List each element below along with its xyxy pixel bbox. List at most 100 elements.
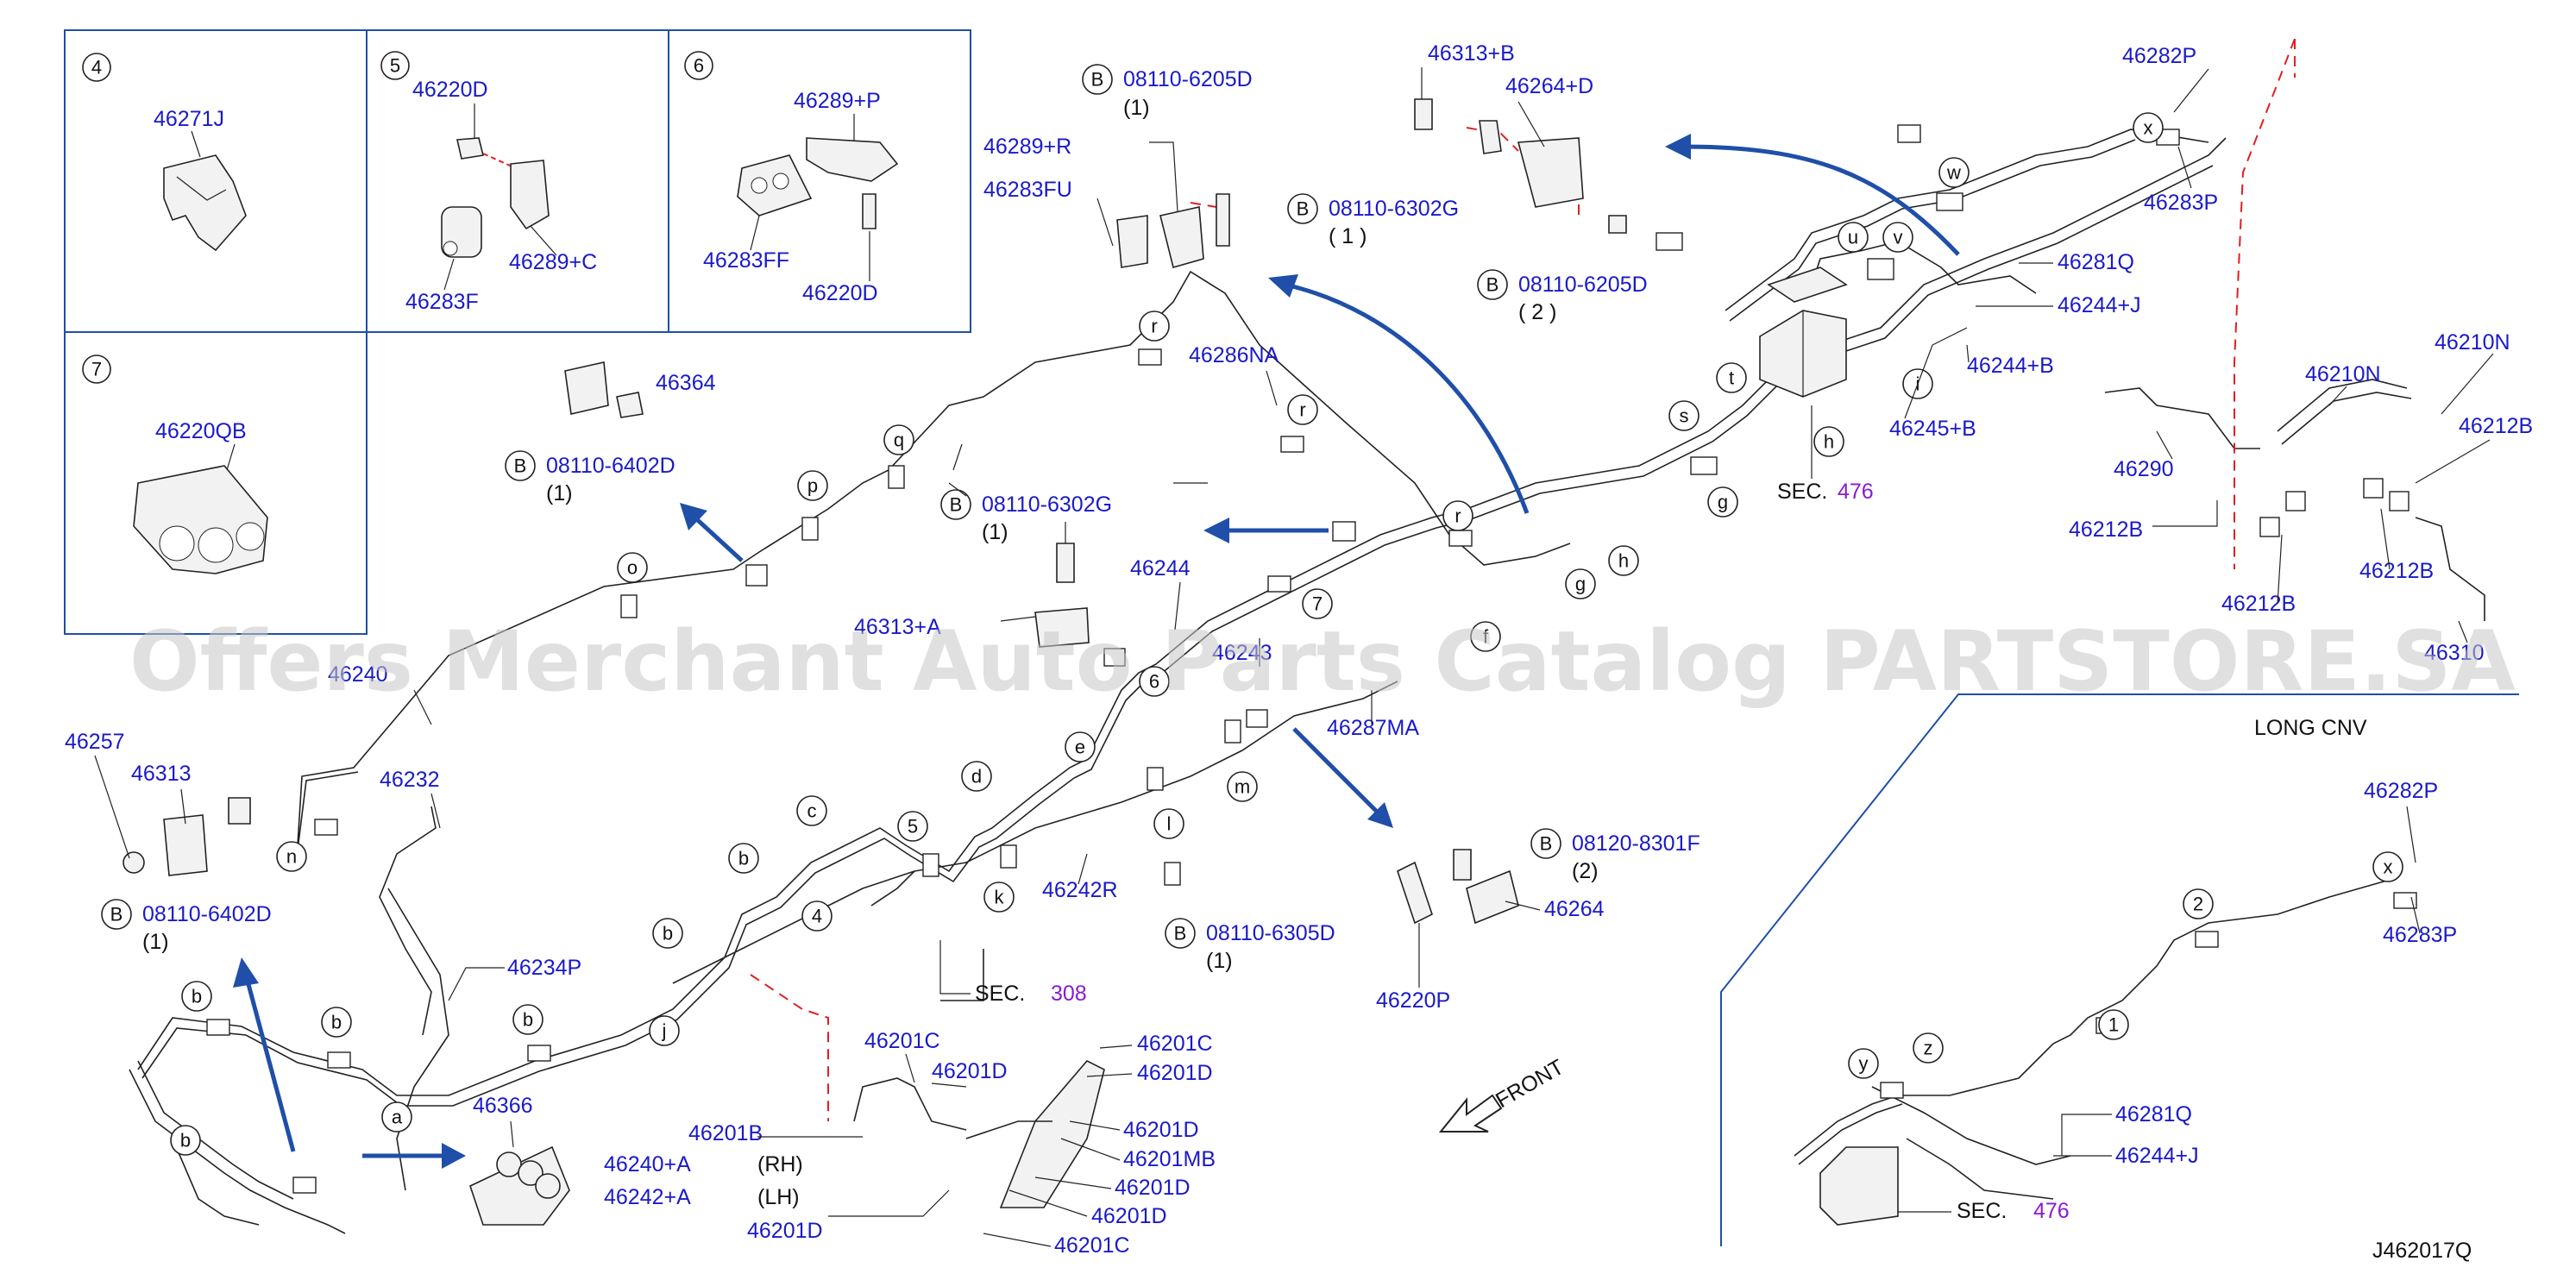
tag-d: d: [961, 761, 992, 792]
part-label: 46201D: [932, 1059, 1008, 1083]
part-label: 46212B: [2069, 518, 2143, 542]
tag-m: m: [1227, 771, 1258, 802]
bolt-callout: B 08110-6305D (1): [1165, 918, 1335, 973]
tag-w: w: [1938, 157, 1970, 188]
part-label: 46286NA: [1189, 343, 1279, 367]
tag-7: 7: [1302, 588, 1333, 619]
svg-text:(1): (1): [1123, 96, 1150, 120]
tag-y: y: [1848, 1048, 1879, 1079]
diagram-id: J462017Q: [2372, 1239, 2472, 1263]
svg-text:2: 2: [2193, 894, 2203, 915]
tag-1: 1: [2098, 1009, 2129, 1040]
svg-text:b: b: [192, 986, 202, 1007]
bracket-46364-icon: [564, 361, 644, 418]
section-ref-number: 476: [2033, 1199, 2070, 1223]
svg-text:h: h: [1824, 431, 1834, 453]
tag-x: x: [2133, 112, 2164, 143]
pipe-clips: [206, 124, 2417, 1194]
svg-text:t: t: [1729, 367, 1734, 389]
tag-b: b: [170, 1125, 201, 1156]
svg-text:B: B: [1174, 923, 1187, 944]
svg-text:5: 5: [908, 816, 918, 838]
part-labels: 46289+R 46283FU 46313+B 46264+D 46282P 4…: [65, 41, 2533, 1258]
part-label: 46264: [1544, 897, 1605, 921]
svg-text:e: e: [1075, 737, 1085, 758]
bolt-callout: B 08110-6205D ( 2 ): [1477, 269, 1648, 324]
leader-lines: [94, 67, 2494, 1247]
part-label: 46283FU: [983, 178, 1072, 202]
svg-text:a: a: [392, 1107, 403, 1128]
svg-text:B: B: [1091, 69, 1104, 91]
svg-text:v: v: [1894, 227, 1903, 248]
bracket-46313A-icon: [1034, 543, 1090, 648]
part-label: 46313+A: [854, 615, 941, 639]
tag-b: b: [652, 918, 683, 949]
part-label: 46201D: [1115, 1176, 1191, 1200]
svg-text:m: m: [1235, 776, 1250, 798]
tag-h: h: [1608, 545, 1639, 576]
dashed-connectors: [750, 38, 2296, 1121]
part-label: 46212B: [2459, 414, 2533, 438]
part-label-46220D: 46220D: [412, 78, 488, 102]
tag-z: z: [1913, 1032, 1944, 1064]
tag-e: e: [1065, 731, 1096, 762]
svg-text:w: w: [1946, 162, 1961, 184]
svg-text:k: k: [995, 887, 1005, 908]
svg-text:b: b: [663, 923, 673, 944]
part-label: 46282P: [2364, 779, 2438, 803]
side-label-lh: (LH): [757, 1185, 800, 1209]
part-label: 46310: [2424, 641, 2485, 665]
svg-text:r: r: [1151, 316, 1157, 337]
inset-box-7: 7 46220QB: [82, 355, 268, 574]
svg-text:B: B: [950, 494, 963, 516]
svg-text:6: 6: [1149, 671, 1159, 693]
tag-s: s: [1668, 400, 1700, 431]
svg-text:q: q: [894, 430, 904, 451]
svg-text:4: 4: [812, 906, 822, 927]
part-label-46271J: 46271J: [154, 107, 224, 131]
bolt-46220D-b-icon: [862, 193, 876, 229]
svg-text:(1): (1): [142, 930, 169, 954]
brake-hose-shield-icon: [853, 1060, 1105, 1208]
part-label: 46244+J: [2115, 1144, 2199, 1168]
part-label: 46281Q: [2115, 1102, 2192, 1126]
svg-text:b: b: [523, 1009, 533, 1031]
part-label: 46289+R: [983, 135, 1071, 159]
part-label: 46313+B: [1428, 41, 1515, 66]
bolt-callout: B 08110-6302G (1): [940, 489, 1112, 544]
svg-text:f: f: [1483, 626, 1489, 648]
section-ref-number: 308: [1051, 982, 1087, 1006]
svg-text:08110-6205D: 08110-6205D: [1518, 273, 1648, 297]
svg-text:B: B: [1540, 833, 1553, 855]
part-label: 46244+B: [1967, 354, 2054, 378]
box-number: 4: [91, 57, 102, 78]
part-label: 46201D: [1091, 1204, 1167, 1228]
part-label: 46242R: [1042, 878, 1118, 902]
svg-text:r: r: [1299, 399, 1305, 421]
svg-text:u: u: [1848, 227, 1858, 248]
svg-text:d: d: [971, 766, 982, 787]
tag-k: k: [983, 882, 1015, 913]
clamp-46220QB-icon: [133, 465, 268, 574]
bolt-callout: B 08110-6302G ( 1 ): [1287, 193, 1459, 248]
tag-t: t: [1716, 362, 1747, 393]
part-label: 46201C: [1137, 1032, 1213, 1056]
svg-text:08120-8301F: 08120-8301F: [1572, 831, 1700, 856]
tag-c: c: [796, 795, 827, 826]
part-label-46289C: 46289+C: [509, 250, 597, 274]
long-cnv-inset: [1720, 693, 2519, 1246]
svg-text:g: g: [1718, 492, 1728, 513]
side-label-rh: (RH): [757, 1152, 803, 1176]
svg-text:j: j: [662, 1020, 667, 1042]
part-label: 46245+B: [1889, 417, 1976, 441]
svg-text:B: B: [110, 904, 123, 925]
watermark-text: Offers Merchant Auto Parts Catalog PARTS…: [129, 613, 2516, 710]
part-label: 46234P: [507, 956, 581, 980]
svg-text:B: B: [514, 455, 527, 477]
section-ref: SEC.: [1957, 1199, 2007, 1223]
tag-b: b: [321, 1007, 352, 1038]
part-label: 46220P: [1376, 988, 1450, 1013]
svg-text:08110-6305D: 08110-6305D: [1206, 921, 1335, 945]
part-label: 46242+A: [604, 1185, 691, 1209]
